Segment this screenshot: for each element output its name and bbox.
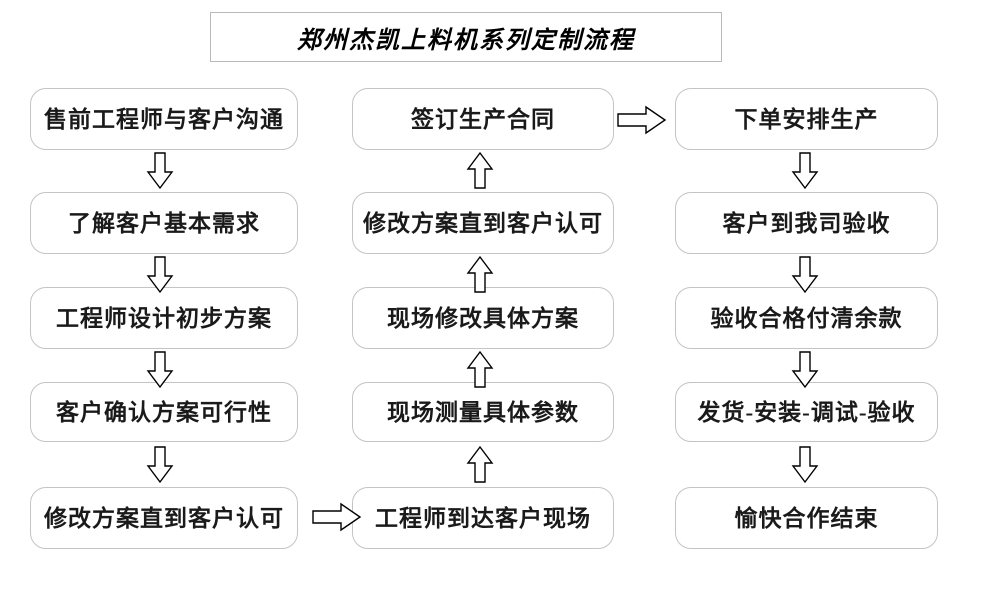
flow-node-a1[interactable]: 售前工程师与客户沟通: [30, 88, 298, 150]
flow-node-a2[interactable]: 了解客户基本需求: [30, 192, 298, 254]
flow-node-a5[interactable]: 修改方案直到客户认可: [30, 487, 298, 549]
flow-node-label: 修改方案直到客户认可: [363, 210, 603, 236]
flow-node-label: 客户到我司验收: [722, 210, 891, 236]
flow-node-label: 发货-安装-调试-验收: [697, 399, 916, 425]
flow-node-b4[interactable]: 现场测量具体参数: [352, 382, 614, 442]
diagram-title-box: 郑州杰凯上料机系列定制流程: [210, 12, 722, 62]
arrow-down-icon: [791, 446, 819, 484]
flow-node-b3[interactable]: 现场修改具体方案: [352, 287, 614, 349]
flow-node-c1[interactable]: 下单安排生产: [675, 88, 938, 150]
flow-node-label: 客户确认方案可行性: [56, 399, 272, 425]
flow-node-c2[interactable]: 客户到我司验收: [675, 192, 938, 254]
arrow-down-icon: [146, 446, 174, 484]
flow-node-label: 现场修改具体方案: [387, 305, 579, 331]
flow-node-label: 现场测量具体参数: [387, 399, 579, 425]
flow-node-label: 验收合格付清余款: [710, 305, 903, 331]
flow-node-c4[interactable]: 发货-安装-调试-验收: [675, 382, 938, 442]
arrow-up-icon: [466, 151, 494, 189]
arrow-down-icon: [791, 152, 819, 190]
page-title: 郑州杰凯上料机系列定制流程: [297, 27, 635, 54]
flow-node-c5[interactable]: 愉快合作结束: [675, 487, 938, 549]
flow-node-c3[interactable]: 验收合格付清余款: [675, 287, 938, 349]
arrow-down-icon: [146, 152, 174, 190]
arrow-up-icon: [466, 445, 494, 483]
flow-node-label: 签订生产合同: [411, 106, 555, 132]
flow-node-a3[interactable]: 工程师设计初步方案: [30, 287, 298, 349]
flow-node-b1[interactable]: 签订生产合同: [352, 88, 614, 150]
flow-node-a4[interactable]: 客户确认方案可行性: [30, 382, 298, 442]
flow-node-b5[interactable]: 工程师到达客户现场: [352, 487, 614, 549]
flow-node-label: 修改方案直到客户认可: [44, 505, 284, 531]
flow-node-b2[interactable]: 修改方案直到客户认可: [352, 192, 614, 254]
arrow-right-icon: [617, 105, 667, 135]
flow-node-label: 愉快合作结束: [734, 505, 879, 531]
flow-node-label: 工程师设计初步方案: [56, 305, 272, 331]
flow-node-label: 了解客户基本需求: [68, 210, 260, 236]
flow-node-label: 售前工程师与客户沟通: [44, 106, 284, 132]
flow-node-label: 下单安排生产: [734, 106, 879, 132]
flow-node-label: 工程师到达客户现场: [375, 505, 591, 531]
